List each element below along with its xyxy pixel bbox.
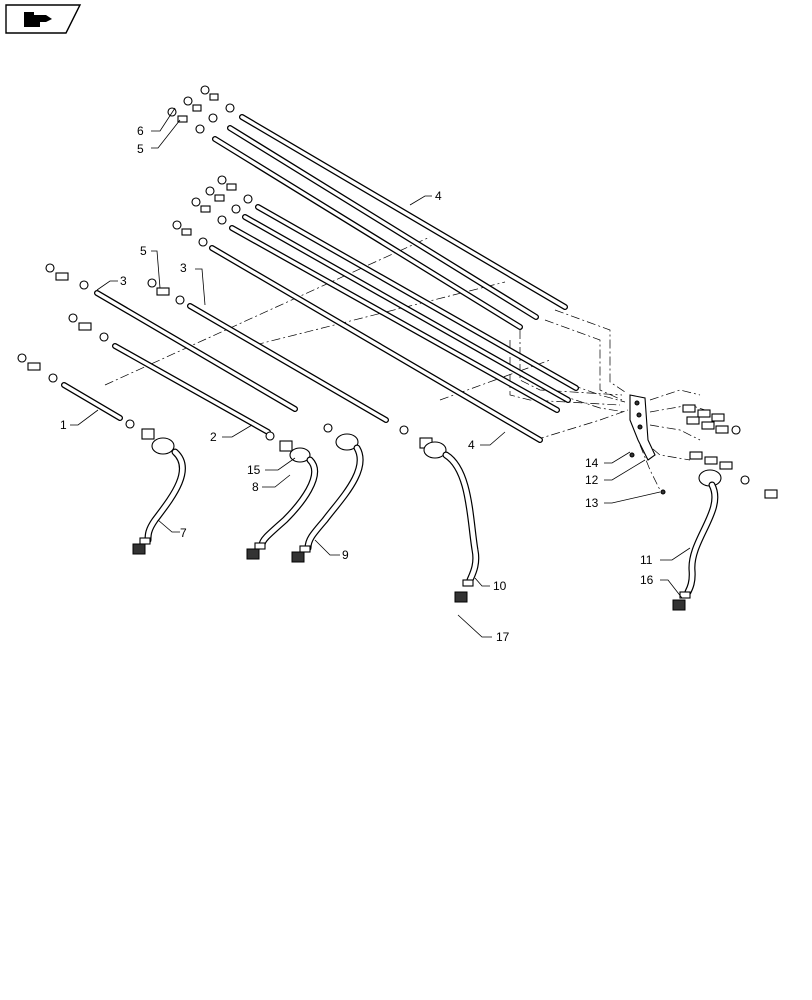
- callout-2: 2: [210, 430, 217, 444]
- callout-14: 14: [585, 456, 599, 470]
- callout-labels: 1 2 3 3 4 4 5 5 6 7 8 9 10 11 12 13 14 1…: [60, 124, 654, 644]
- callout-10: 10: [493, 579, 507, 593]
- leader-lines: [70, 107, 691, 638]
- callout-8: 8: [252, 480, 259, 494]
- callout-7: 7: [180, 526, 187, 540]
- hose-11: [672, 469, 722, 611]
- callout-9: 9: [342, 548, 349, 562]
- fittings-left: [17, 263, 185, 383]
- callout-6: 6: [137, 124, 144, 138]
- callout-16: 16: [640, 573, 654, 587]
- tube-group: [61, 114, 579, 443]
- callout-5-left: 5: [140, 244, 147, 258]
- hose-9: [291, 433, 364, 563]
- hand-pointer-icon: [24, 12, 52, 27]
- callout-12: 12: [585, 473, 599, 487]
- callout-3-right: 3: [180, 261, 187, 275]
- fittings-right: [682, 404, 778, 499]
- callout-3-left: 3: [120, 274, 127, 288]
- hose-8: [246, 447, 319, 560]
- callout-1: 1: [60, 418, 67, 432]
- corner-badge[interactable]: [5, 4, 82, 34]
- callout-4-top: 4: [435, 189, 442, 203]
- hose-7: [132, 437, 186, 555]
- fittings-bottom: [125, 419, 433, 452]
- callout-13: 13: [585, 496, 599, 510]
- callout-11: 11: [640, 553, 653, 567]
- fittings-top: [167, 85, 253, 247]
- bracket-plate: [629, 394, 666, 495]
- callout-17: 17: [496, 630, 510, 644]
- callout-5-top: 5: [137, 142, 144, 156]
- hose-10: [423, 441, 480, 603]
- callout-4-bottom: 4: [468, 438, 475, 452]
- callout-15: 15: [247, 463, 261, 477]
